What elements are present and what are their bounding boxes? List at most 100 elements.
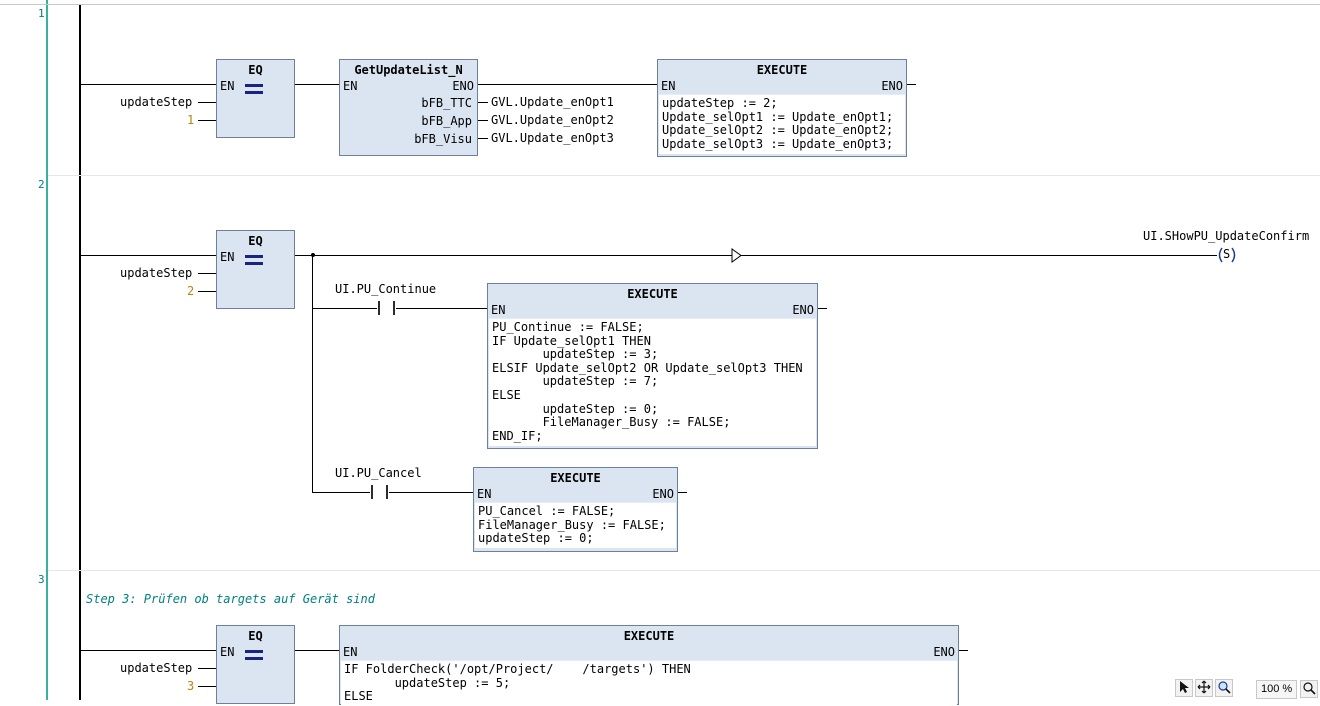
eno-wire bbox=[959, 650, 968, 651]
contact-left-bar[interactable] bbox=[378, 301, 380, 315]
output-pin-ttc: bFB_TTC bbox=[421, 96, 472, 110]
arrow-marker-icon bbox=[731, 248, 742, 263]
eq-input-variable[interactable]: updateStep bbox=[120, 95, 193, 109]
en-pin: EN bbox=[491, 303, 506, 317]
move-icon[interactable] bbox=[1195, 679, 1213, 697]
execute-title: EXECUTE bbox=[550, 471, 601, 485]
en-pin: EN bbox=[343, 79, 358, 93]
eq-block-1[interactable]: EQ EN bbox=[216, 59, 295, 138]
eq-block-2[interactable]: EQ EN bbox=[216, 230, 295, 309]
eq-input-literal[interactable]: 3 bbox=[187, 679, 195, 693]
contact-right-bar[interactable] bbox=[393, 301, 395, 315]
code-line: PU_Continue := FALSE; bbox=[492, 320, 644, 334]
eq-input-variable[interactable]: updateStep bbox=[120, 266, 193, 280]
eno-pin: ENO bbox=[933, 645, 955, 659]
eq-title: EQ bbox=[248, 63, 263, 77]
eno-pin: ENO bbox=[881, 79, 903, 93]
execute-block-1[interactable]: EXECUTE EN ENO updateStep := 2; Update_s… bbox=[657, 59, 907, 157]
rung-wire bbox=[295, 84, 339, 85]
eno-wire bbox=[907, 84, 916, 85]
equals-icon bbox=[245, 84, 263, 96]
output-variable[interactable]: GVL.Update_enOpt2 bbox=[491, 113, 614, 127]
code-line: ELSE bbox=[344, 689, 373, 704]
input-wire bbox=[198, 686, 216, 687]
pointer-icon[interactable] bbox=[1175, 679, 1193, 697]
eq-input-variable[interactable]: updateStep bbox=[120, 661, 193, 675]
network-number-1[interactable]: 1 bbox=[38, 7, 45, 20]
code-line: IF FolderCheck('/opt/Project/ /targets')… bbox=[344, 662, 691, 676]
execute-block-continue[interactable]: EXECUTE EN ENO PU_Continue := FALSE; IF … bbox=[487, 283, 818, 449]
editor-gutter bbox=[0, 0, 48, 700]
input-wire bbox=[198, 291, 216, 292]
eq-input-literal[interactable]: 1 bbox=[187, 113, 195, 127]
network-comment[interactable]: Step 3: Prüfen ob targets auf Gerät sind bbox=[86, 592, 375, 606]
code-line: updateStep := 5; bbox=[344, 675, 511, 690]
coil-variable[interactable]: UI.SHowPU_UpdateConfirm bbox=[1143, 229, 1310, 243]
network-number-3[interactable]: 3 bbox=[38, 573, 45, 586]
zoom-icon[interactable] bbox=[1215, 679, 1233, 697]
eq-block-3[interactable]: EQ EN bbox=[216, 625, 295, 704]
junction-dot bbox=[311, 253, 315, 257]
execute-block-cancel[interactable]: EXECUTE EN ENO PU_Cancel := FALSE; FileM… bbox=[473, 467, 678, 552]
input-wire bbox=[198, 102, 216, 103]
left-power-rail bbox=[79, 4, 81, 700]
en-pin: EN bbox=[220, 250, 235, 264]
code-line: FileManager_Busy := FALSE; bbox=[492, 415, 731, 430]
output-variable[interactable]: GVL.Update_enOpt3 bbox=[491, 131, 614, 145]
st-code[interactable]: PU_Continue := FALSE; IF Update_selOpt1 … bbox=[489, 318, 816, 446]
code-line: updateStep := 2; bbox=[662, 96, 778, 110]
output-wire bbox=[478, 102, 488, 103]
output-pin-visu: bFB_Visu bbox=[414, 132, 472, 146]
code-line: Update_selOpt1 := Update_enOpt1; bbox=[662, 109, 894, 124]
eno-pin: ENO bbox=[452, 79, 474, 93]
st-code[interactable]: PU_Cancel := FALSE; FileManager_Busy := … bbox=[475, 502, 676, 548]
code-line: ELSIF Update_selOpt2 OR Update_selOpt3 T… bbox=[492, 360, 803, 375]
output-wire bbox=[478, 138, 488, 139]
rung-wire bbox=[81, 84, 216, 85]
code-line: updateStep := 7; bbox=[492, 374, 659, 389]
input-wire bbox=[198, 120, 216, 121]
eno-wire bbox=[818, 308, 827, 309]
rung-wire bbox=[295, 650, 339, 651]
rung-wire bbox=[389, 492, 473, 493]
code-line: updateStep := 3; bbox=[492, 347, 659, 362]
rung-wire bbox=[478, 84, 657, 85]
st-code[interactable]: IF FolderCheck('/opt/Project/ /targets')… bbox=[341, 660, 957, 706]
en-pin: EN bbox=[220, 79, 235, 93]
code-line: Update_selOpt3 := Update_enOpt3; bbox=[662, 136, 894, 151]
output-variable[interactable]: GVL.Update_enOpt1 bbox=[491, 95, 614, 109]
code-line: Update_selOpt2 := Update_enOpt2; bbox=[662, 123, 894, 138]
en-pin: EN bbox=[477, 487, 492, 501]
execute-title: EXECUTE bbox=[623, 629, 675, 643]
execute-title: EXECUTE bbox=[627, 287, 678, 301]
contact-variable[interactable]: UI.PU_Cancel bbox=[335, 466, 422, 480]
code-line: PU_Cancel := FALSE; bbox=[478, 504, 616, 518]
st-code[interactable]: updateStep := 2; Update_selOpt1 := Updat… bbox=[659, 94, 905, 154]
getupdatelist-block[interactable]: GetUpdateList_N EN ENO bFB_TTC bFB_App b… bbox=[339, 59, 478, 156]
fb-title: GetUpdateList_N bbox=[354, 63, 463, 77]
set-coil[interactable]: S bbox=[1217, 247, 1237, 263]
output-pin-app: bFB_App bbox=[421, 114, 472, 128]
eno-pin: ENO bbox=[652, 487, 674, 501]
branch-wire bbox=[312, 255, 313, 493]
contact-left-bar[interactable] bbox=[371, 485, 373, 499]
set-coil-label: S bbox=[1223, 247, 1231, 261]
equals-icon bbox=[245, 255, 263, 267]
contact-right-bar[interactable] bbox=[386, 485, 388, 499]
network-separator bbox=[48, 570, 1320, 571]
eno-pin: ENO bbox=[792, 303, 814, 317]
execute-block-3[interactable]: EXECUTE EN ENO IF FolderCheck('/opt/Proj… bbox=[339, 625, 959, 706]
output-wire bbox=[478, 120, 488, 121]
code-line: END_IF; bbox=[492, 428, 543, 443]
zoom-settings-icon[interactable] bbox=[1300, 680, 1318, 698]
network-number-2[interactable]: 2 bbox=[38, 178, 45, 191]
code-line: IF Update_selOpt1 THEN bbox=[492, 333, 651, 348]
contact-variable[interactable]: UI.PU_Continue bbox=[335, 282, 437, 296]
eq-input-literal[interactable]: 2 bbox=[187, 284, 195, 298]
code-line: updateStep := 0; bbox=[478, 531, 594, 546]
code-line: updateStep := 0; bbox=[492, 401, 659, 416]
top-border bbox=[0, 4, 1320, 5]
zoom-level[interactable]: 100 % bbox=[1256, 680, 1298, 699]
rung-wire bbox=[396, 308, 487, 309]
input-wire bbox=[198, 668, 216, 669]
